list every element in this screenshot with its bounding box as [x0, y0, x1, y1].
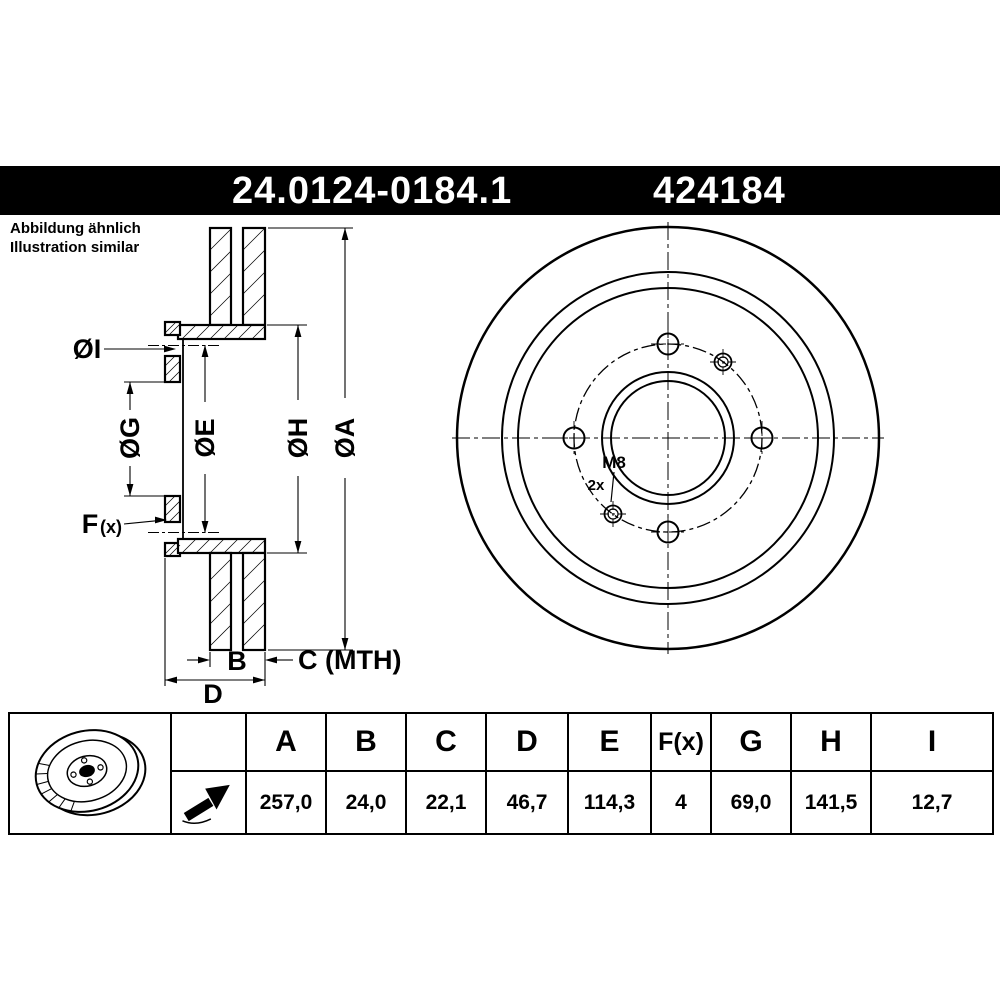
- value-i: 12,7: [870, 770, 994, 835]
- title-band: 24.0124-0184.1 424184: [0, 166, 1000, 215]
- dim-label-b: B: [227, 646, 247, 676]
- section-hatching: [164, 227, 266, 647]
- empty-header-cell: [170, 712, 247, 772]
- value-f: 4: [650, 770, 712, 835]
- note-line-de: Abbildung ähnlich: [10, 220, 141, 237]
- dim-label-e: ØE: [190, 418, 220, 457]
- front-view-centerlines: [452, 222, 884, 654]
- thread-count-label: 2x: [588, 477, 605, 494]
- dim-label-a: ØA: [330, 418, 360, 459]
- brake-disc-thumbnail-icon: [34, 729, 147, 817]
- value-g: 69,0: [710, 770, 792, 835]
- hole-centermarks: [557, 327, 779, 549]
- dim-label-i: ØI: [73, 334, 102, 364]
- col-header-e: E: [567, 712, 652, 772]
- dim-label-c: C (MTH): [298, 645, 401, 675]
- reference-number: 424184: [653, 170, 786, 212]
- value-c: 22,1: [405, 770, 487, 835]
- col-header-b: B: [325, 712, 407, 772]
- part-number: 24.0124-0184.1: [232, 170, 513, 212]
- col-header-c: C: [405, 712, 487, 772]
- col-header-a: A: [245, 712, 327, 772]
- dim-label-d: D: [203, 679, 223, 709]
- col-header-f: F(x): [650, 712, 712, 772]
- m8-leader-line: [610, 471, 615, 503]
- col-header-d: D: [485, 712, 569, 772]
- value-a: 257,0: [245, 770, 327, 835]
- mounting-direction-arrow-icon: [182, 784, 230, 824]
- value-b: 24,0: [325, 770, 407, 835]
- value-d: 46,7: [485, 770, 569, 835]
- dimension-arrowheads: [126, 228, 349, 684]
- mounting-arrow-cell: [170, 770, 247, 835]
- value-h: 141,5: [790, 770, 872, 835]
- dimension-table: A B C D E F(x) G H I 257,0: [8, 712, 994, 835]
- note-line-en: Illustration similar: [10, 239, 140, 256]
- similarity-note: Abbildung ähnlich Illustration similar: [10, 219, 141, 257]
- col-header-g: G: [710, 712, 792, 772]
- value-e: 114,3: [567, 770, 652, 835]
- technical-drawing: ØI ØG ØE ØH ØA F (x) B C (MTH) D: [73, 222, 884, 709]
- disc-thumbnail-cell: [8, 712, 172, 835]
- col-header-i: I: [870, 712, 994, 772]
- dim-label-f-sub: (x): [100, 517, 122, 537]
- dim-label-f: F: [82, 509, 99, 539]
- thread-size-label: M8: [602, 453, 626, 472]
- dim-label-h: ØH: [283, 418, 313, 459]
- flange-hole-centerlines: [148, 345, 222, 533]
- col-header-h: H: [790, 712, 872, 772]
- dimension-lines: [104, 227, 353, 686]
- dim-label-g: ØG: [115, 417, 145, 459]
